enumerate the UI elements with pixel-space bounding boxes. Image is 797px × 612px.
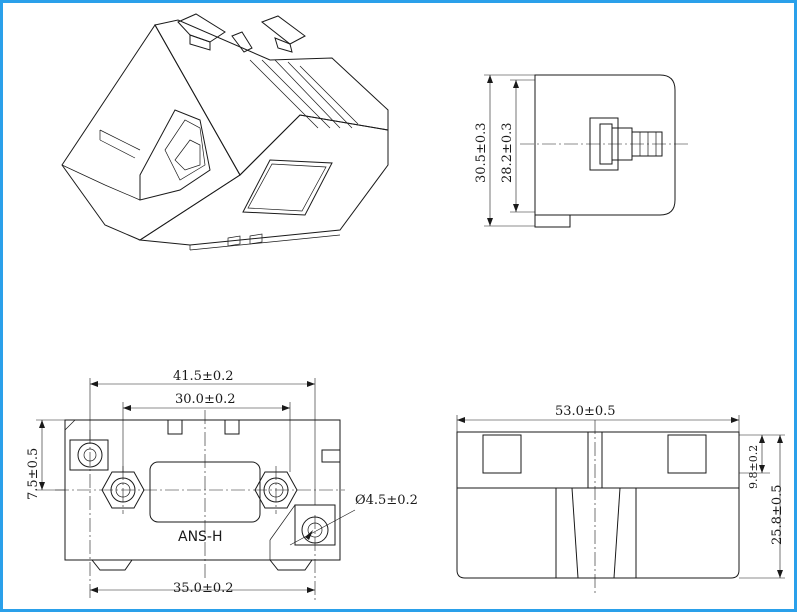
depth-small-label: 9.8±0.2 [747,445,760,489]
width-bottom-label: 35.0±0.2 [173,581,234,596]
technical-drawing: 30.5±0.3 28.2±0.3 [26,13,785,600]
side-elevation [456,415,785,595]
front-view [36,378,356,600]
height-outer-label: 30.5±0.3 [474,122,489,183]
pitch-label: 30.0±0.2 [175,392,236,407]
side-view [484,74,690,228]
hole-diameter-label: Ø4.5±0.2 [355,493,418,508]
isometric-view [61,13,389,251]
height-side-label: 25.8±0.5 [770,484,785,545]
length-side-label: 53.0±0.5 [555,404,616,419]
width-top-label: 41.5±0.2 [173,369,234,384]
hole-offset-label: 7.5±0.5 [26,448,41,500]
height-inner-label: 28.2±0.3 [500,122,515,183]
drawing-frame: 30.5±0.3 28.2±0.3 [3,3,794,609]
model-label: ANS-H [178,529,223,545]
